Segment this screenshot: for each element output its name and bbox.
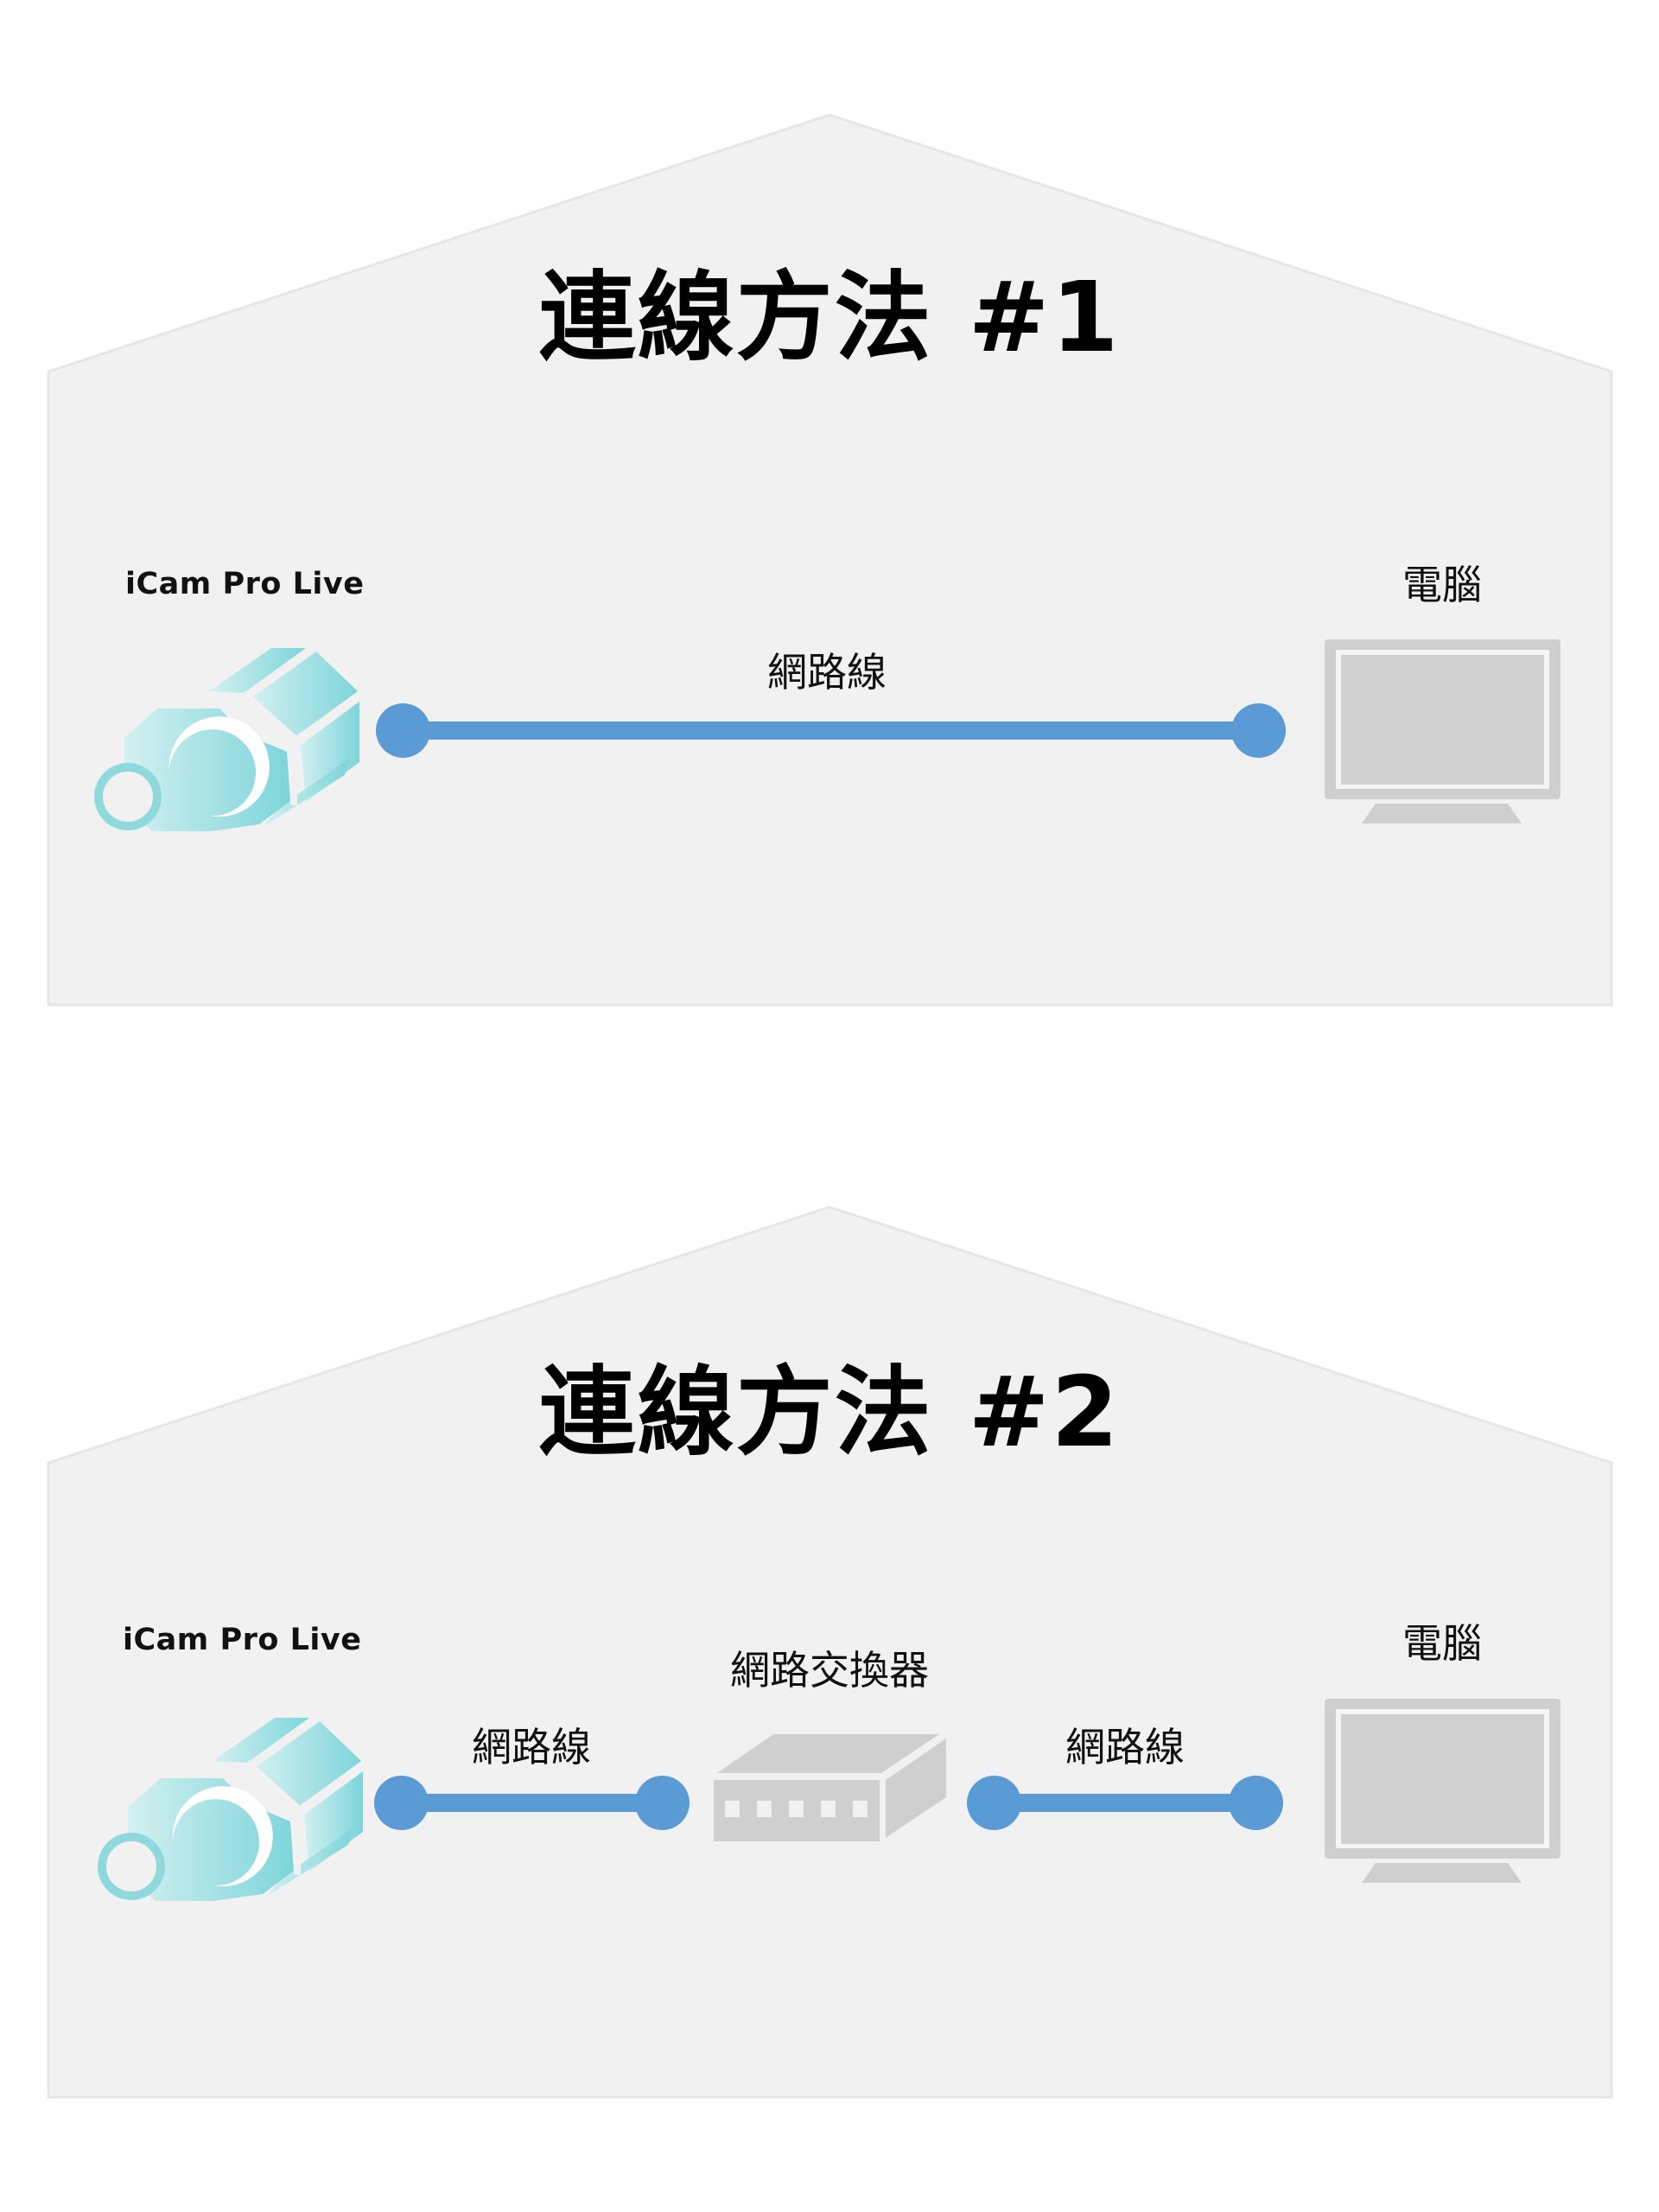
- cable-connector-left: [376, 703, 430, 758]
- page-title: 連線方法 #2: [538, 1357, 1121, 1469]
- switch-label: 網路交換器: [730, 1647, 929, 1694]
- ethernet-cable-line: [994, 1794, 1255, 1812]
- computer-monitor-icon: [1325, 1699, 1560, 1885]
- page-title: 連線方法 #1: [538, 262, 1121, 374]
- computer-label: 電腦: [1402, 1620, 1482, 1667]
- computer-label: 電腦: [1402, 562, 1482, 608]
- cable-label: 網路線: [1065, 1724, 1185, 1770]
- connection-method-2-panel: 連線方法 #2 iCam Pro Live 網路線: [0, 1089, 1659, 2126]
- house-shape-background: [47, 1205, 1613, 2099]
- connection-method-1-panel: 連線方法 #1 iCam Pro Live: [0, 0, 1659, 1037]
- network-switch-icon: [712, 1732, 950, 1845]
- cable-label: 網路線: [472, 1724, 591, 1770]
- ip-camera-icon: [90, 624, 366, 840]
- cable-connector-right: [1231, 703, 1286, 758]
- camera-label: iCam Pro Live: [123, 1623, 362, 1657]
- cable-connector-right: [1229, 1776, 1283, 1830]
- cable-connector-left: [967, 1776, 1021, 1830]
- house-shape-background: [47, 113, 1613, 1007]
- camera-label: iCam Pro Live: [125, 567, 365, 601]
- computer-monitor-icon: [1325, 639, 1560, 825]
- ethernet-cable-line: [401, 1794, 663, 1812]
- cable-connector-right: [635, 1776, 690, 1830]
- ethernet-cable-line: [403, 721, 1258, 740]
- cable-connector-left: [374, 1776, 429, 1830]
- ip-camera-icon: [93, 1694, 370, 1910]
- cable-label: 網路線: [767, 649, 887, 696]
